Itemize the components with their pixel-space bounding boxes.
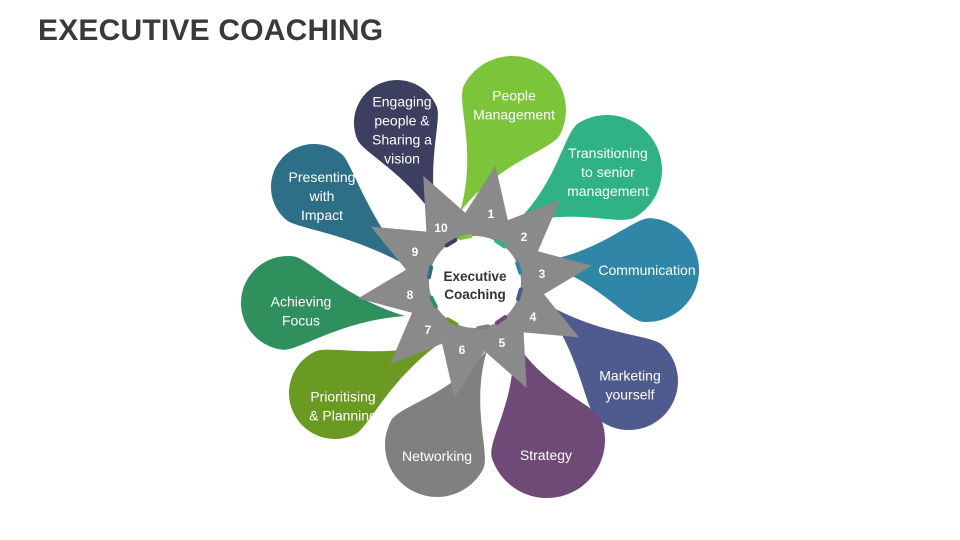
petal-number-9: 9 bbox=[412, 245, 419, 259]
page-title: EXECUTIVE COACHING bbox=[38, 14, 384, 47]
petal-number-10: 10 bbox=[434, 221, 448, 235]
connector-marks bbox=[427, 234, 523, 331]
petal-label-line: people & bbox=[374, 113, 430, 129]
petal-shape bbox=[288, 343, 440, 440]
petal-label-line: & Planning bbox=[309, 408, 377, 424]
petal-number-4: 4 bbox=[530, 310, 537, 324]
petal-label-line: Transitioning bbox=[568, 145, 648, 161]
petal-label-line: Prioritising bbox=[310, 389, 375, 405]
connector-mark-10 bbox=[444, 238, 458, 248]
petal-label-line: Impact bbox=[301, 207, 343, 223]
petal-3: Communication bbox=[537, 218, 700, 323]
petal-number-3: 3 bbox=[539, 267, 546, 281]
petal-number-6: 6 bbox=[459, 343, 466, 357]
petal-label-line: Engaging bbox=[372, 94, 431, 110]
connector-mark-6 bbox=[476, 324, 490, 331]
petal-shape bbox=[537, 218, 700, 323]
petal-number-2: 2 bbox=[521, 230, 528, 244]
connector-mark-2 bbox=[494, 238, 507, 249]
petal-2: Transitioning to senior management bbox=[512, 114, 663, 226]
connector-mark-7 bbox=[445, 317, 459, 327]
petal-shape bbox=[240, 255, 405, 350]
center-label-line-2: Coaching bbox=[444, 287, 506, 302]
center-hub: Executive Coaching bbox=[429, 236, 521, 328]
center-label-line-1: Executive bbox=[443, 269, 507, 284]
petal-10: Engaging people & Sharing a vision bbox=[353, 79, 438, 221]
petal-label-line: Communication bbox=[598, 262, 695, 278]
petal-number-7: 7 bbox=[425, 323, 432, 337]
connector-mark-4 bbox=[516, 287, 523, 302]
petal-number-8: 8 bbox=[407, 288, 414, 302]
petal-label-line: Networking bbox=[402, 448, 472, 464]
petal-label-line: vision bbox=[384, 151, 420, 167]
petal-label-line: Management bbox=[473, 107, 555, 123]
petal-label-line: Focus bbox=[282, 313, 320, 329]
petal-shape bbox=[460, 55, 567, 212]
connector-mark-9 bbox=[427, 265, 434, 280]
petal-label-line: Strategy bbox=[520, 447, 572, 463]
center-circle bbox=[429, 236, 521, 328]
petal-label-line: to senior bbox=[581, 164, 635, 180]
petal-label-line: with bbox=[309, 188, 335, 204]
connector-mark-3 bbox=[515, 261, 523, 275]
petal-label-line: Marketing bbox=[599, 368, 660, 384]
petal-label-line: People bbox=[492, 88, 536, 104]
petal-shape bbox=[512, 114, 663, 226]
connector-mark-1 bbox=[458, 234, 473, 241]
petal-number-1: 1 bbox=[488, 207, 495, 221]
petal-label-line: Sharing a bbox=[372, 132, 432, 148]
petal-label-line: Achieving bbox=[271, 294, 332, 310]
petal-shape bbox=[270, 143, 411, 268]
connector-mark-5 bbox=[494, 315, 508, 325]
petal-number-5: 5 bbox=[499, 336, 506, 350]
petal-label-line: Presenting bbox=[289, 169, 356, 185]
petal-label-line: management bbox=[567, 183, 649, 199]
number-labels: 1 2 3 4 5 6 7 8 9 10 bbox=[407, 207, 546, 357]
petal-7: Prioritising & Planning bbox=[288, 343, 440, 440]
petal-shape bbox=[353, 79, 438, 221]
petal-label-line: yourself bbox=[605, 387, 654, 403]
connector-mark-8 bbox=[429, 295, 438, 309]
